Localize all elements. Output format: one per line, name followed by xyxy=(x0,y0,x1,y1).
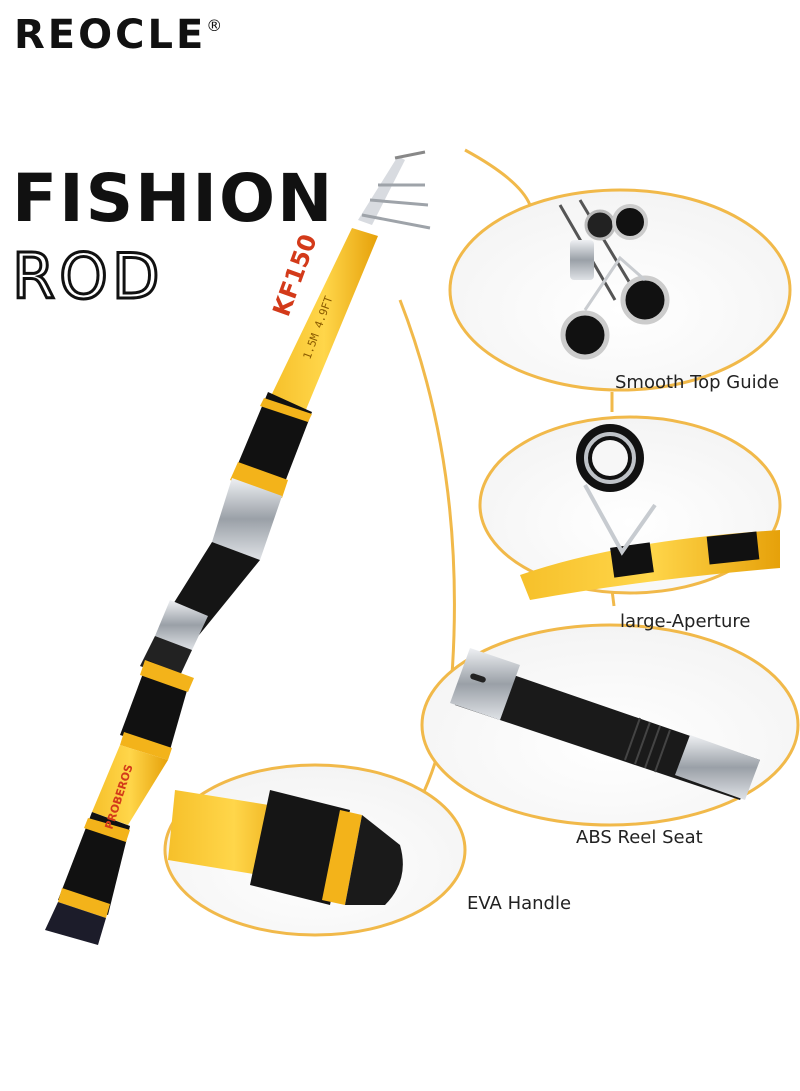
feature-label-eva-handle: EVA Handle xyxy=(467,893,572,914)
feature-label-large-aperture: large-Aperture xyxy=(620,611,751,632)
title-line-2: ROD xyxy=(11,239,164,315)
callout-large-aperture xyxy=(478,415,782,600)
callout-reel-seat xyxy=(420,623,800,827)
callout-top-guide xyxy=(448,188,792,392)
feature-label-reel-seat: ABS Reel Seat xyxy=(576,827,703,848)
registered-mark: ® xyxy=(206,16,223,35)
feature-label-top-guide: Smooth Top Guide xyxy=(615,372,780,393)
brand-logo: REOCLE® xyxy=(14,12,222,58)
fishing-rod xyxy=(45,150,431,945)
brand-name: REOCLE xyxy=(14,12,207,58)
callout-eva-handle xyxy=(163,763,467,937)
title-line-1: FISHION xyxy=(12,160,335,237)
